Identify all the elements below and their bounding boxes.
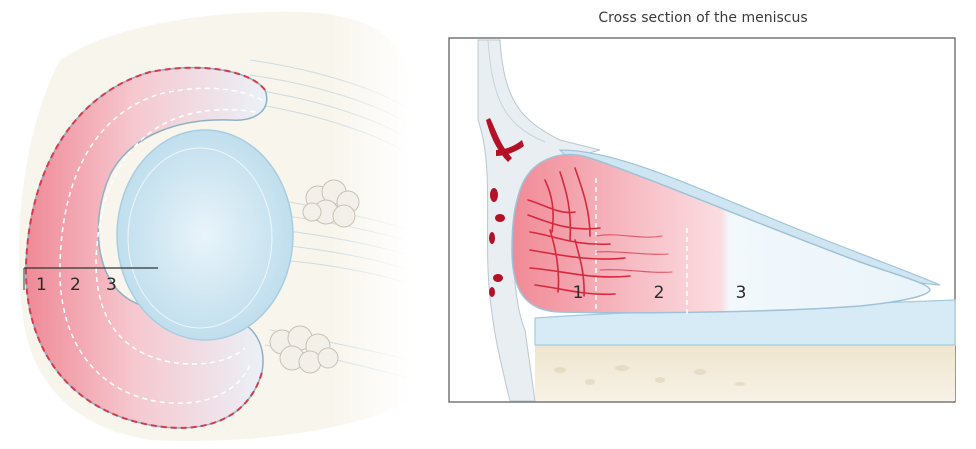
- blood-vessels: [527, 167, 673, 297]
- red-zone-boundary: [24, 66, 266, 429]
- xs-zone-label-2: 2: [654, 283, 665, 303]
- meniscus-wedge: [511, 153, 931, 314]
- capsular-vessels: [486, 118, 524, 297]
- fat-pad-lower: [269, 325, 339, 374]
- top-view-illustration: 1 2 3: [18, 0, 411, 449]
- joint-capsule: [477, 39, 601, 402]
- top-zone-label-2: 2: [70, 275, 81, 295]
- top-zone-label-1: 1: [36, 275, 47, 295]
- white-zone-boundary: [95, 108, 256, 365]
- cross-section-panel: 1 2 3: [448, 37, 956, 403]
- cartilage-condyle: [116, 129, 294, 341]
- top-zone-label-3: 3: [106, 275, 117, 295]
- fat-pad-upper: [302, 179, 360, 228]
- bone-texture: [554, 365, 745, 386]
- cross-section-title: Cross section of the meniscus: [598, 10, 807, 26]
- red-zone-inner-boundary: [59, 87, 263, 404]
- xs-zone-label-3: 3: [736, 283, 747, 303]
- xs-zone-label-1: 1: [573, 283, 584, 303]
- tibia-bone: [535, 345, 955, 401]
